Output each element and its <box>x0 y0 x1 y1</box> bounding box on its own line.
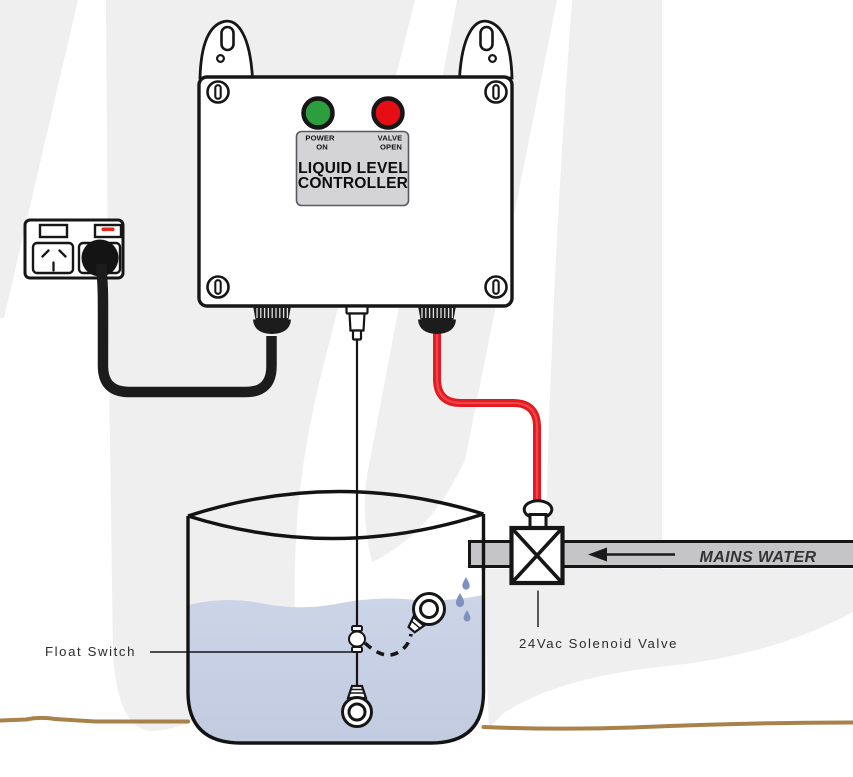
outlet-switch-left <box>38 223 69 239</box>
outlet-switch-indicator <box>101 227 115 232</box>
power-cable <box>95 263 277 398</box>
power-led <box>301 96 335 130</box>
corner-screws <box>206 80 508 299</box>
power-indicator-label-line1: POWER <box>305 133 335 143</box>
controller-title-line2: CONTROLLER <box>297 175 409 192</box>
float-switch-annotation: Float Switch <box>45 644 137 659</box>
cable-gland-middle <box>345 305 369 341</box>
water-tank <box>186 489 486 745</box>
float-switch-lower <box>341 684 373 728</box>
liquid-level-controller <box>197 19 514 341</box>
power-outlet <box>23 218 125 280</box>
power-plug <box>81 239 119 277</box>
power-indicator-label-line2: ON <box>316 142 328 151</box>
ground-line-right <box>481 720 853 731</box>
mounting-ear-right <box>458 19 514 80</box>
solenoid-valve <box>509 499 565 586</box>
mounting-ear-left <box>198 19 254 80</box>
valve-indicator-label-line1: VALVE <box>377 133 403 143</box>
valve-neck <box>528 513 548 529</box>
flow-arrow-icon <box>588 547 675 562</box>
float-tether <box>363 633 413 657</box>
label-plate <box>295 130 410 207</box>
cable-connector <box>348 625 366 653</box>
tank-water <box>188 595 484 742</box>
valve-cable-red <box>433 328 541 507</box>
outlet-socket-empty <box>31 241 75 275</box>
mains-water-label: MAINS WATER <box>699 549 817 566</box>
controller-title-line1: LIQUID LEVEL <box>298 159 408 177</box>
float-switch-upper <box>407 592 446 634</box>
ground-line-left <box>0 715 190 724</box>
signal-cable <box>348 339 366 687</box>
solenoid-valve-annotation: 24Vac Solenoid Valve <box>519 636 679 651</box>
cable-gland-right <box>418 306 456 334</box>
valve-indicator-label-line2: OPEN <box>380 142 402 151</box>
valve-led <box>371 96 405 130</box>
cable-gland-left <box>253 306 291 334</box>
water-drops <box>455 577 471 622</box>
